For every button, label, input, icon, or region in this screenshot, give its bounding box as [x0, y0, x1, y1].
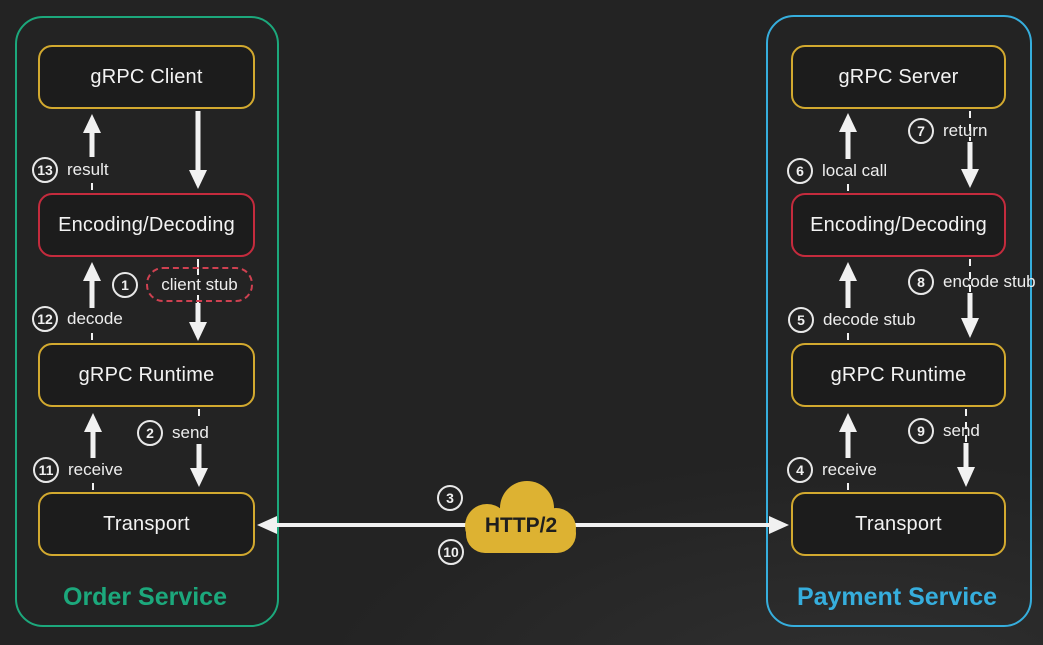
payment-service-container [766, 15, 1032, 627]
arrow-encode-stub-down-icon [961, 259, 979, 338]
arrow-return-down-icon [961, 111, 979, 188]
box-transport-left: Transport [38, 492, 255, 556]
step-4-badge: 4 [787, 457, 813, 483]
step-3-badge: 3 [437, 485, 463, 511]
box-transport-right: Transport [791, 492, 1006, 556]
step-9-send: 9 send [908, 418, 980, 444]
step-2-badge: 2 [137, 420, 163, 446]
step-8-badge: 8 [908, 269, 934, 295]
box-grpc-runtime-right: gRPC Runtime [791, 343, 1006, 407]
step-11-badge: 11 [33, 457, 59, 483]
step-9-label: send [943, 421, 980, 440]
order-service-container [15, 16, 279, 627]
step-4-label: receive [822, 460, 877, 479]
arrow-receive-up-icon [84, 413, 102, 491]
step-9-badge: 9 [908, 418, 934, 444]
box-encoding-decoding-right: Encoding/Decoding [791, 193, 1006, 257]
step-4-receive: 4 receive [787, 457, 877, 483]
arrow-send-down-icon [190, 409, 208, 487]
step-7-return: 7 return [908, 118, 987, 144]
step-7-badge: 7 [908, 118, 934, 144]
arrow-call-down-icon [189, 111, 207, 189]
order-service-title: Order Service [63, 583, 227, 611]
box-grpc-runtime-left: gRPC Runtime [38, 343, 255, 407]
step-1-badge: 1 [112, 272, 138, 298]
step-2-send: 2 send [137, 420, 209, 446]
arrow-decode-stub-up-icon [839, 262, 857, 342]
payment-service-title: Payment Service [796, 583, 998, 611]
step-8-label: encode stub [943, 272, 1036, 291]
step-3: 3 [437, 485, 463, 511]
step-8-encode-stub: 8 encode stub [908, 269, 1036, 295]
step-7-label: return [943, 121, 988, 140]
step-6-local-call: 6 local call [787, 158, 887, 184]
step-12-label: decode [67, 309, 123, 328]
arrow-receive-right-up-icon [839, 413, 857, 491]
step-5-badge: 5 [788, 307, 814, 333]
arrow-local-call-up-icon [839, 113, 857, 192]
step-1-client-stub: 1 [112, 272, 138, 298]
step-13-badge: 13 [32, 157, 58, 183]
step-13-result: 13 result [32, 157, 109, 183]
step-6-label: local call [822, 161, 888, 180]
box-encoding-decoding-left: Encoding/Decoding [38, 193, 255, 257]
step-2-label: send [172, 423, 209, 442]
http2-cloud-icon [465, 481, 576, 553]
arrow-send-right-down-icon [957, 409, 975, 487]
http2-cloud-label: HTTP/2 [484, 514, 558, 537]
step-6-badge: 6 [787, 158, 813, 184]
box-grpc-server: gRPC Server [791, 45, 1006, 109]
step-12-decode: 12 decode [32, 306, 123, 332]
arrow-result-up-icon [83, 114, 101, 192]
step-10: 10 [438, 539, 464, 565]
step-5-label: decode stub [823, 310, 916, 329]
step-13-label: result [67, 160, 109, 179]
step-11-receive: 11 receive [33, 457, 123, 483]
box-grpc-client: gRPC Client [38, 45, 255, 109]
step-12-badge: 12 [32, 306, 58, 332]
step-11-label: receive [68, 460, 123, 479]
step-1-label: client stub [158, 274, 241, 295]
step-10-badge: 10 [438, 539, 464, 565]
arrow-decode-up-icon [83, 262, 101, 342]
step-5-decode-stub: 5 decode stub [788, 307, 916, 333]
client-stub-pill: client stub [146, 267, 253, 302]
